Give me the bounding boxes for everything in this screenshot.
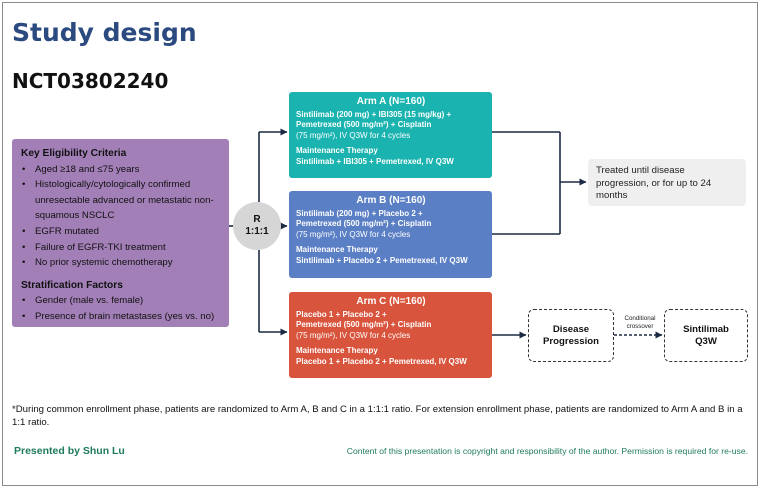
arm-a-box: Arm A (N=160) Sintilimab (200 mg) + IBI3… — [289, 92, 492, 178]
presenter: Presented by Shun Lu — [14, 445, 125, 457]
maintenance-text: Sintilimab + IBI305 + Pemetrexed, IV Q3W — [296, 156, 454, 166]
criteria-item: Failure of EGFR-TKI treatment — [21, 240, 221, 256]
arm-header: Arm A (N=160) — [356, 96, 426, 107]
trial-id: NCT03802240 — [12, 69, 169, 93]
strat-item: Gender (male vs. female) — [21, 293, 221, 309]
maintenance-heading: Maintenance Therapy — [296, 346, 378, 356]
disease-progression-box: Disease Progression — [528, 309, 614, 362]
arm-induction-line: (75 mg/m²), IV Q3W for 4 cycles — [296, 330, 411, 340]
strat-list: Gender (male vs. female) Presence of bra… — [21, 293, 221, 324]
arm-induction-line: Placebo 1 + Placebo 2 + — [296, 309, 387, 319]
strat-item: Presence of brain metastases (yes vs. no… — [21, 309, 221, 325]
arm-induction-line: Pemetrexed (500 mg/m²) + Cisplatin — [296, 219, 432, 229]
criteria-item: Aged ≥18 and ≤75 years — [21, 162, 221, 178]
slide-title: Study design — [12, 18, 197, 47]
arm-header: Arm C (N=160) — [356, 296, 426, 307]
disease-progression-label: Disease Progression — [543, 323, 599, 347]
arm-induction-line: Pemetrexed (500 mg/m²) + Cisplatin — [296, 120, 432, 130]
arm-b-box: Arm B (N=160) Sintilimab (200 mg) + Plac… — [289, 191, 492, 278]
copyright-notice: Content of this presentation is copyrigh… — [346, 446, 748, 456]
maintenance-heading: Maintenance Therapy — [296, 146, 378, 156]
maintenance-text: Placebo 1 + Placebo 2 + Pemetrexed, IV Q… — [296, 356, 467, 366]
randomization-label: R — [253, 214, 261, 225]
treated-until-box: Treated until disease progression, or fo… — [588, 159, 746, 206]
strat-heading: Stratification Factors — [21, 279, 123, 291]
criteria-item: No prior systemic chemotherapy — [21, 255, 221, 271]
criteria-item: EGFR mutated — [21, 224, 221, 240]
eligibility-heading: Key Eligibility Criteria — [21, 148, 127, 159]
randomization-ratio: 1:1:1 — [245, 226, 269, 237]
crossover-treatment-label: Sintilimab Q3W — [683, 323, 729, 347]
arm-induction-line: Sintilimab (200 mg) + Placebo 2 + — [296, 208, 423, 218]
criteria-item-text: EGFR mutated — [35, 225, 99, 237]
arm-induction-line: Pemetrexed (500 mg/m²) + Cisplatin — [296, 320, 432, 330]
randomization-circle: R 1:1:1 — [233, 202, 281, 250]
arm-c-box: Arm C (N=160) Placebo 1 + Placebo 2 + Pe… — [289, 292, 492, 378]
crossover-label: Conditional crossover — [624, 315, 656, 330]
maintenance-text: Sintilimab + Placebo 2 + Pemetrexed, IV … — [296, 255, 468, 265]
arm-header: Arm B (N=160) — [356, 195, 426, 206]
maintenance-heading: Maintenance Therapy — [296, 245, 378, 255]
arm-induction-line: (75 mg/m²), IV Q3W for 4 cycles — [296, 130, 411, 140]
arm-induction-line: (75 mg/m²), IV Q3W for 4 cycles — [296, 229, 411, 239]
footnote: *During common enrollment phase, patient… — [12, 404, 743, 428]
eligibility-box: Key Eligibility Criteria Aged ≥18 and ≤7… — [12, 139, 229, 327]
crossover-treatment-box: Sintilimab Q3W — [664, 309, 748, 362]
arm-induction-line: Sintilimab (200 mg) + IBI305 (15 mg/kg) … — [296, 109, 452, 119]
criteria-item: Histologically/cytologically confirmed u… — [21, 177, 221, 224]
criteria-list: Aged ≥18 and ≤75 years Histologically/cy… — [21, 162, 221, 271]
